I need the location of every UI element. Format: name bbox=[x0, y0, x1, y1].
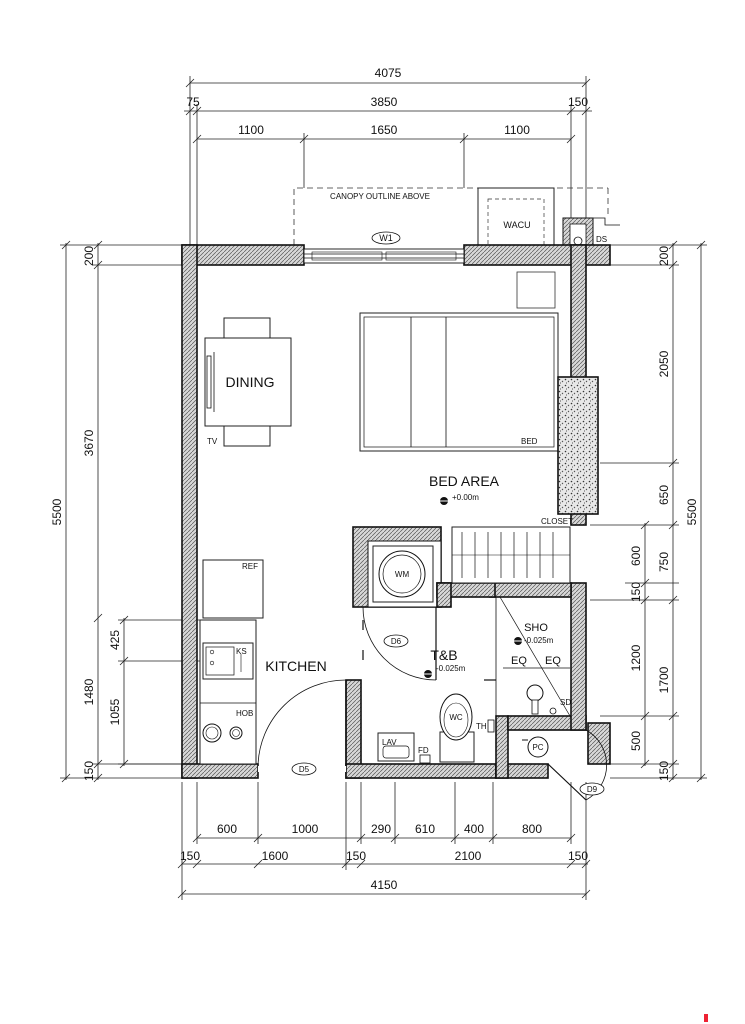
dim-right-pc: 500 bbox=[629, 731, 643, 751]
ref-label: REF bbox=[242, 562, 258, 571]
shower: SHO -0.025m EQ EQ SD bbox=[484, 596, 571, 717]
dim-bottom-2-b: 1600 bbox=[262, 849, 289, 863]
hob-label: HOB bbox=[236, 709, 253, 718]
closet-label: CLOSET bbox=[541, 517, 573, 526]
right-dimensions: 200 2050 650 750 1700 150 5500 600 150 1… bbox=[590, 240, 707, 783]
dim-right-closet-a: 650 bbox=[657, 485, 671, 505]
left-dimensions: 5500 200 3670 1480 150 425 1055 bbox=[50, 240, 200, 783]
tb-level-label: -0.025m bbox=[436, 664, 466, 673]
washing-machine: WM bbox=[372, 545, 434, 603]
wacu-unit: WACU bbox=[477, 187, 556, 309]
dim-bottom-2-e: 150 bbox=[568, 849, 588, 863]
dim-top-seg-1: 1100 bbox=[238, 123, 264, 137]
dim-right-bottom-wall: 150 bbox=[657, 761, 671, 781]
pipe-chase: PC bbox=[522, 736, 549, 758]
bottom-dimensions: 600 1000 290 610 400 800 150 1600 150 21… bbox=[177, 782, 591, 900]
top-dimensions: 4075 75 3850 150 1100 1650 1100 bbox=[184, 66, 592, 245]
door-d5-label: D5 bbox=[299, 765, 310, 774]
dining-label: DINING bbox=[226, 374, 275, 390]
dim-left-top-wall: 200 bbox=[82, 246, 96, 266]
canopy-label: CANOPY OUTLINE ABOVE bbox=[330, 192, 430, 201]
dim-left-room: 3670 bbox=[82, 429, 96, 456]
bed-level-label: +0.00m bbox=[452, 493, 479, 502]
canopy-outline: CANOPY OUTLINE ABOVE bbox=[293, 187, 609, 245]
dim-bottom-1-e: 400 bbox=[464, 822, 484, 836]
sd-label: SD bbox=[560, 698, 571, 707]
door-d9: D9 bbox=[547, 729, 607, 801]
dim-bottom-overall: 4150 bbox=[371, 878, 398, 892]
toilet-bath: T&B -0.025m WC TH LAV FD bbox=[377, 647, 495, 764]
dim-top-seg-2: 1650 bbox=[371, 123, 398, 137]
eq-left-label: EQ bbox=[511, 655, 527, 667]
dim-right-top-wall: 200 bbox=[657, 246, 671, 266]
dim-bottom-1-c: 290 bbox=[371, 822, 391, 836]
sho-label: SHO bbox=[524, 622, 548, 634]
door-d5: D5 bbox=[257, 679, 347, 776]
ds-label: DS bbox=[596, 235, 607, 244]
dim-right-overall: 5500 bbox=[685, 498, 699, 525]
dim-top-seg-3: 1100 bbox=[504, 123, 530, 137]
ks-label: KS bbox=[236, 647, 247, 656]
dim-top-mid: 3850 bbox=[371, 95, 398, 109]
dim-right-upper: 2050 bbox=[657, 350, 671, 377]
dim-bottom-1-f: 800 bbox=[522, 822, 542, 836]
closet: CLOSET bbox=[451, 517, 573, 584]
window-label: W1 bbox=[379, 233, 393, 243]
dim-bottom-2-a: 150 bbox=[180, 849, 200, 863]
downspout: DS bbox=[562, 217, 620, 247]
door-d6: D6 bbox=[362, 606, 437, 681]
dim-top-left-wall: 75 bbox=[186, 95, 200, 109]
column bbox=[557, 376, 599, 515]
window-w1: W1 bbox=[303, 231, 465, 264]
red-mark bbox=[704, 1014, 708, 1022]
bed-area-label: BED AREA bbox=[429, 473, 500, 489]
bed-label: BED bbox=[521, 437, 538, 446]
dim-top-right-wall: 150 bbox=[568, 95, 588, 109]
dim-right-shower-wall: 150 bbox=[629, 582, 643, 602]
dim-right-closet-c: 750 bbox=[657, 552, 671, 572]
kitchen-counter: KS HOB bbox=[199, 619, 257, 765]
dim-right-shower-a: 1200 bbox=[629, 644, 643, 671]
door-d6-label: D6 bbox=[391, 637, 402, 646]
bed-area: BED AREA +0.00m bbox=[429, 473, 500, 505]
dim-left-overall: 5500 bbox=[50, 498, 64, 525]
eq-right-label: EQ bbox=[545, 655, 561, 667]
dim-right-shower-b: 1700 bbox=[657, 666, 671, 693]
dim-bottom-2-c: 150 bbox=[346, 849, 366, 863]
th-label: TH bbox=[476, 722, 487, 731]
wacu-label: WACU bbox=[503, 220, 530, 230]
dim-bottom-1-b: 1000 bbox=[292, 822, 319, 836]
sho-level-label: -0.025m bbox=[524, 636, 554, 645]
pc-label: PC bbox=[532, 743, 543, 752]
dim-bottom-1-d: 610 bbox=[415, 822, 435, 836]
tb-label: T&B bbox=[430, 647, 457, 663]
dim-right-closet-b: 600 bbox=[629, 546, 643, 566]
dim-bottom-2-d: 2100 bbox=[455, 849, 482, 863]
bed: BED bbox=[359, 312, 559, 452]
door-d9-label: D9 bbox=[587, 785, 598, 794]
dim-left-bottom-wall: 150 bbox=[82, 761, 96, 781]
kitchen-label: KITCHEN bbox=[265, 658, 326, 674]
wc-label: WC bbox=[449, 713, 463, 722]
lav-label: LAV bbox=[382, 738, 397, 747]
tv-label: TV bbox=[207, 437, 218, 446]
refrigerator: REF bbox=[202, 559, 264, 619]
dim-top-overall: 4075 bbox=[375, 66, 402, 80]
fd-label: FD bbox=[418, 746, 429, 755]
wm-label: WM bbox=[395, 570, 410, 579]
dining-set: DINING TV bbox=[204, 317, 292, 447]
dim-left-counter-1: 425 bbox=[108, 630, 122, 650]
dim-left-counter-total: 1480 bbox=[82, 678, 96, 705]
dim-bottom-1-a: 600 bbox=[217, 822, 237, 836]
dim-left-counter-2: 1055 bbox=[108, 698, 122, 725]
